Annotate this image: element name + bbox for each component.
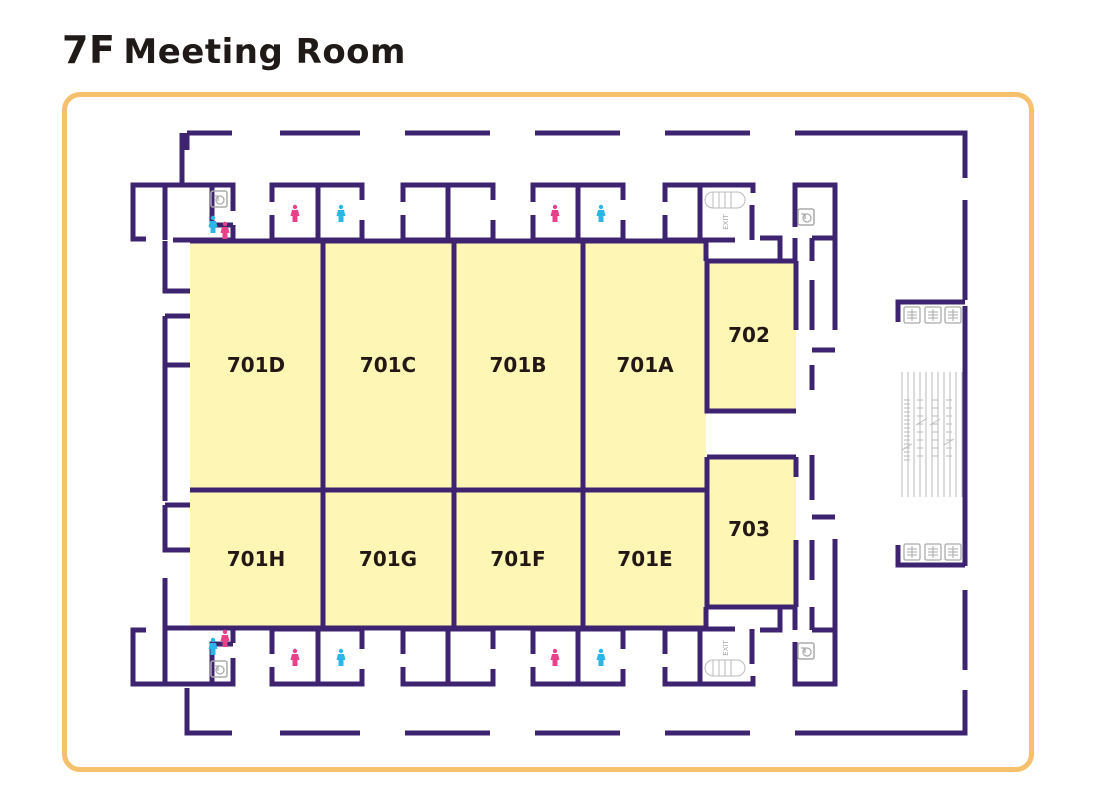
meeting-rooms: [190, 241, 796, 628]
room-701E[interactable]: 701E: [617, 547, 672, 571]
room-701A[interactable]: 701A: [616, 353, 674, 377]
room-701C[interactable]: 701C: [360, 353, 416, 377]
room-701B[interactable]: 701B: [490, 353, 547, 377]
room-701D[interactable]: 701D: [227, 353, 285, 377]
title-text: Meeting Room: [123, 32, 406, 72]
escalator-icon: [901, 372, 963, 497]
exit-label-bottom: EXIT: [722, 639, 730, 655]
room-703[interactable]: 703: [728, 517, 770, 541]
room-702[interactable]: 702: [728, 323, 770, 347]
floor-label: 7F: [62, 28, 116, 72]
walls: [130, 130, 968, 736]
room-701H[interactable]: 701H: [227, 547, 286, 571]
exit-label-top: EXIT: [722, 213, 730, 229]
room-701F[interactable]: 701F: [490, 547, 545, 571]
map-frame: [62, 92, 1034, 772]
room-701G[interactable]: 701G: [359, 547, 417, 571]
stairs-icon: [704, 191, 746, 677]
